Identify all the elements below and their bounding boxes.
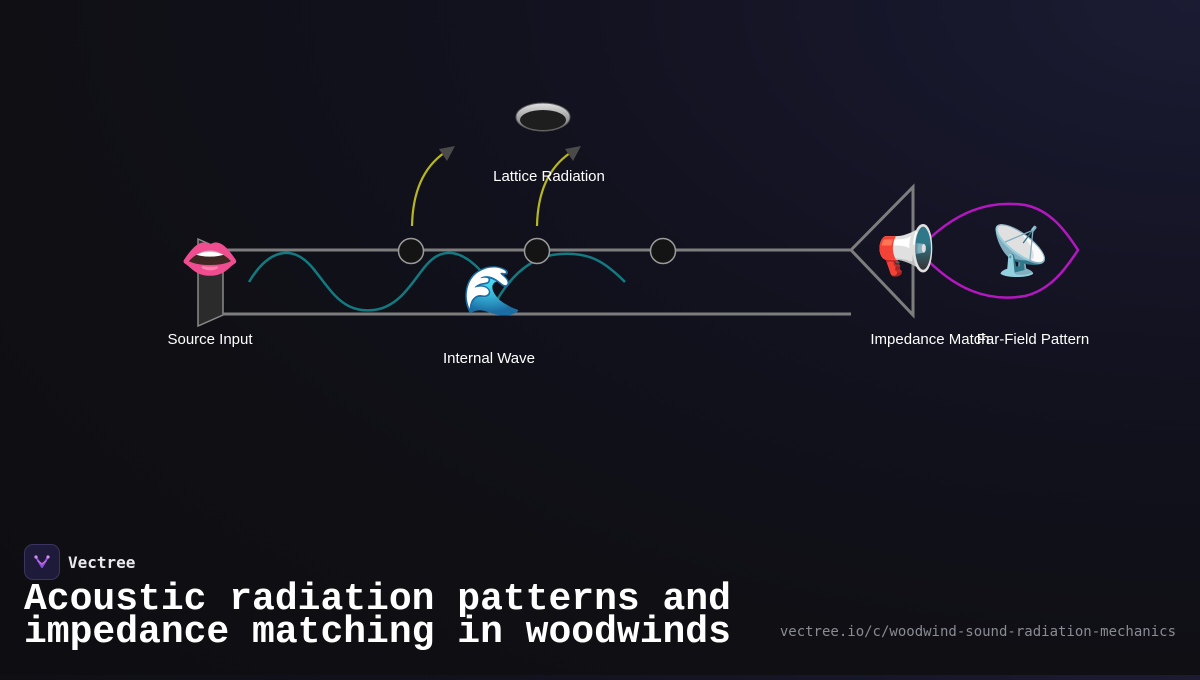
label-lattice-radiation: Lattice Radiation xyxy=(493,168,605,185)
source-url[interactable]: vectree.io/c/woodwind-sound-radiation-me… xyxy=(779,624,1176,640)
tone-hole-3 xyxy=(649,237,677,265)
mouth-icon: 👄 xyxy=(180,233,240,286)
radiation-arrow-1 xyxy=(410,152,445,227)
label-source-input: Source Input xyxy=(167,331,253,348)
brand-name: Vectree xyxy=(68,552,136,572)
internal-wave-line xyxy=(247,251,626,312)
lattice-dish-inner xyxy=(520,110,566,130)
radiation-arrowhead-2 xyxy=(565,146,581,161)
radiation-arrow-2 xyxy=(535,152,571,227)
satellite-dish-icon: 📡 xyxy=(990,225,1050,278)
label-internal-wave: Internal Wave xyxy=(443,350,535,367)
tone-hole-2 xyxy=(523,237,551,265)
label-far-field-pattern: Far-Field Pattern xyxy=(976,331,1090,348)
radiation-arrowhead-1 xyxy=(439,146,455,161)
label-impedance-match: Impedance Match xyxy=(870,331,990,348)
megaphone-icon: 📢 xyxy=(876,225,936,278)
vectree-logo-icon xyxy=(24,544,60,580)
bell-flare xyxy=(848,183,915,319)
far-field-lobe xyxy=(916,202,1080,299)
wave-icon: 🌊 xyxy=(462,265,522,318)
brand: Vectree xyxy=(24,544,135,580)
page-title: Acoustic radiation patterns and impedanc… xyxy=(24,578,731,654)
tone-hole-1 xyxy=(397,237,425,265)
